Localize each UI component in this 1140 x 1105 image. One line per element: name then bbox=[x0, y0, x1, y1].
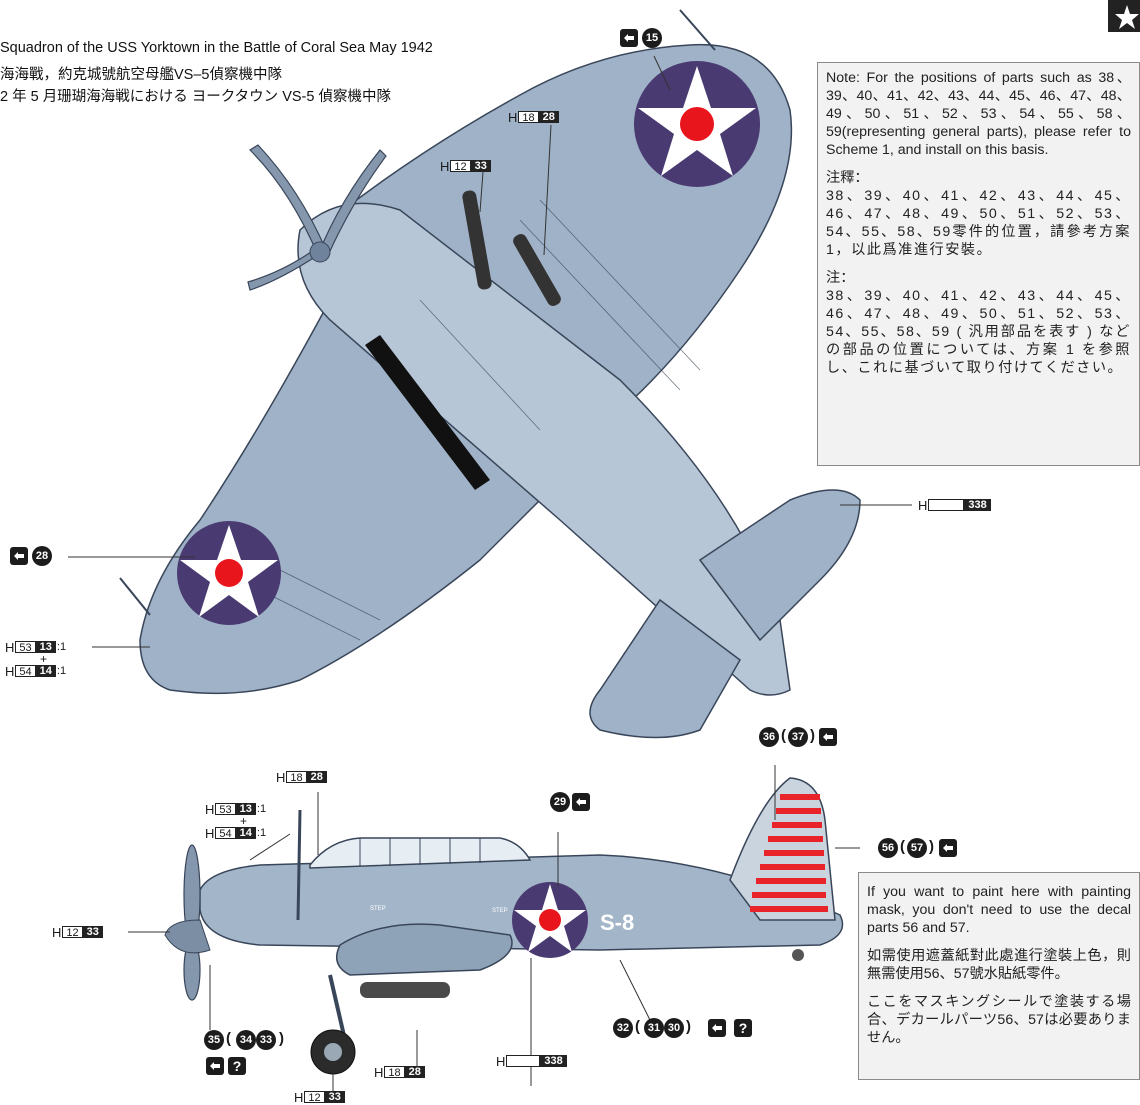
decal-side-icon bbox=[206, 1057, 224, 1075]
aircraft-side-view: S-8 STEP STEP bbox=[128, 765, 860, 1092]
note-top-english: Note: For the positions of parts such as… bbox=[826, 70, 1131, 158]
plus-sign-top: + bbox=[40, 652, 48, 666]
aircraft-top-view bbox=[68, 9, 912, 739]
step-label-1: STEP bbox=[370, 906, 386, 912]
note-top-chinese: 38、39、40、41、42、43、44、45、46、47、48、49、50、5… bbox=[826, 188, 1131, 258]
part-badge-31: 31 bbox=[644, 1018, 664, 1038]
part-badge-36: 36 bbox=[759, 727, 779, 747]
decal-side-icon bbox=[572, 793, 590, 811]
roundel-fuselage bbox=[512, 882, 588, 958]
decal-side-icon bbox=[620, 29, 638, 47]
fuselage-code: S-8 bbox=[600, 910, 634, 935]
note-bottom: If you want to paint here with painting … bbox=[858, 872, 1140, 1080]
part-badge-29: 29 bbox=[550, 792, 570, 812]
decal-side-icon bbox=[708, 1019, 726, 1037]
paren-close: ) bbox=[929, 838, 934, 855]
note-top-chinese-label: 注釋： bbox=[826, 170, 869, 186]
paren-close: ) bbox=[686, 1018, 691, 1035]
part-badge-37: 37 bbox=[788, 727, 808, 747]
note-bottom-chinese: 如需使用遮蓋紙對此處進行塗裝上色，則無需使用56、57號水貼紙零件。 bbox=[867, 948, 1131, 982]
title-japanese: 2 年 5 月珊瑚海海戦における ヨークタウン VS-5 偵察機中隊 bbox=[0, 89, 391, 105]
paren-close: ) bbox=[279, 1030, 284, 1047]
paren-open: ( bbox=[900, 838, 905, 855]
part-badge-32: 32 bbox=[613, 1018, 633, 1038]
part-badge-35: 35 bbox=[204, 1030, 224, 1050]
step-label-2: STEP bbox=[492, 908, 508, 914]
part-badge-33: 33 bbox=[256, 1030, 276, 1050]
part-badge-57: 57 bbox=[907, 838, 927, 858]
paren-close: ) bbox=[810, 727, 815, 744]
note-top-japanese-label: 注： bbox=[826, 270, 855, 286]
star-icon bbox=[1108, 0, 1140, 32]
paren-open: ( bbox=[635, 1018, 640, 1035]
part-badge-30: 30 bbox=[664, 1018, 684, 1038]
decal-side-icon bbox=[939, 839, 957, 857]
roundel-left-wing bbox=[177, 521, 281, 625]
paren-open: ( bbox=[781, 727, 786, 744]
part-badge-56: 56 bbox=[878, 838, 898, 858]
plus-sign-side: + bbox=[240, 814, 248, 828]
title-english: Squadron of the USS Yorktown in the Batt… bbox=[0, 40, 433, 56]
roundel-right-wing bbox=[634, 61, 760, 187]
title-chinese: 海海戰，約克城號航空母艦VS–5偵察機中隊 bbox=[0, 67, 282, 83]
note-bottom-english: If you want to paint here with painting … bbox=[867, 884, 1131, 936]
decal-side-icon bbox=[10, 547, 28, 565]
part-badge-28: 28 bbox=[32, 546, 52, 566]
part-badge-15: 15 bbox=[642, 28, 662, 48]
decal-side-icon bbox=[819, 728, 837, 746]
note-top-japanese: 38、39、40、41、42、43、44、45、46、47、48、49、50、5… bbox=[826, 288, 1131, 376]
question-icon: ? bbox=[228, 1057, 246, 1075]
paren-open: ( bbox=[226, 1030, 231, 1047]
part-badge-34: 34 bbox=[236, 1030, 256, 1050]
question-icon: ? bbox=[734, 1019, 752, 1037]
note-bottom-japanese: ここをマスキングシールで塗装する場合、デカールパーツ56、57は必要ありません。 bbox=[867, 994, 1131, 1046]
